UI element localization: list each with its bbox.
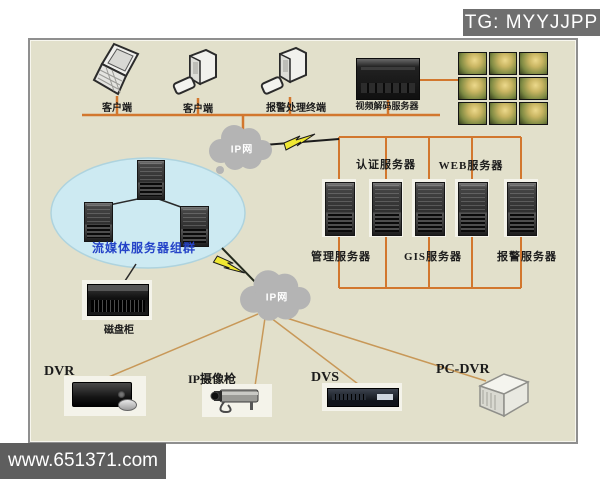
video-wall-tile <box>488 102 518 125</box>
auth-server-label: 认证服务器 <box>356 159 416 171</box>
server-tower-icon <box>458 182 488 236</box>
dvs-label: DVS <box>311 370 340 385</box>
cluster-server-icon <box>84 202 113 242</box>
video-wall-tile <box>519 77 548 100</box>
server-tower-icon <box>372 182 402 236</box>
web-server-label: WEB服务器 <box>438 160 504 172</box>
ip-network-cloud-bottom <box>240 270 311 321</box>
pc-dvr-icon <box>474 370 532 418</box>
cluster-server-icon <box>137 160 165 200</box>
client-laptop-icon <box>92 42 146 100</box>
ip-network-cloud-top <box>209 125 272 174</box>
watermark: www.651371.com <box>0 443 166 479</box>
dvr-label: DVR <box>44 364 75 379</box>
edge-device-links <box>103 313 487 388</box>
gis-server-label: GIS服务器 <box>404 251 462 263</box>
tg-badge: TG: MYYJJPP <box>463 9 600 36</box>
disk-array-label: 磁盘柜 <box>104 325 134 336</box>
video-decoder-server-icon <box>356 58 420 100</box>
client-desktop-label: 客户端 <box>183 104 213 115</box>
ip-camera-label: IP摄像枪 <box>188 372 237 386</box>
video-wall-tile <box>519 52 548 75</box>
alarm-terminal-icon <box>260 44 314 100</box>
video-wall-tile <box>458 77 487 100</box>
video-wall-tile <box>488 77 518 100</box>
lightning-icon <box>212 255 245 274</box>
video-wall-tile <box>519 102 548 125</box>
video-wall <box>458 52 548 125</box>
dvs-icon <box>327 388 399 407</box>
management-server-label: 管理服务器 <box>311 251 371 263</box>
ip-camera-icon <box>206 386 268 416</box>
server-tower-icon <box>325 182 355 236</box>
video-wall-tile <box>488 52 518 75</box>
cluster-server-icon <box>180 206 209 247</box>
ip-network-label-top: IP网 <box>230 144 254 156</box>
cluster-cloud-link <box>221 247 259 286</box>
client-laptop-label: 客户端 <box>102 103 132 114</box>
client-bus-line <box>82 96 440 131</box>
alarm-terminal-label: 报警处理终端 <box>266 103 326 114</box>
server-tower-icon <box>415 182 445 236</box>
pc-dvr-label: PC-DVR <box>436 362 490 377</box>
lightning-icon <box>283 133 316 151</box>
alarm-server-label: 报警服务器 <box>497 251 557 263</box>
disk-array-icon <box>87 284 149 316</box>
video-wall-tile <box>458 52 487 75</box>
client-desktop-icon <box>172 46 224 100</box>
video-decoder-server-label: 视频解码服务器 <box>355 101 419 111</box>
mouse-icon <box>118 399 137 411</box>
video-wall-tile <box>458 102 487 125</box>
server-tower-icon <box>507 182 537 236</box>
ip-network-label-bottom: IP网 <box>265 292 289 304</box>
media-cluster-label: 流媒体服务器组群 <box>91 241 197 255</box>
